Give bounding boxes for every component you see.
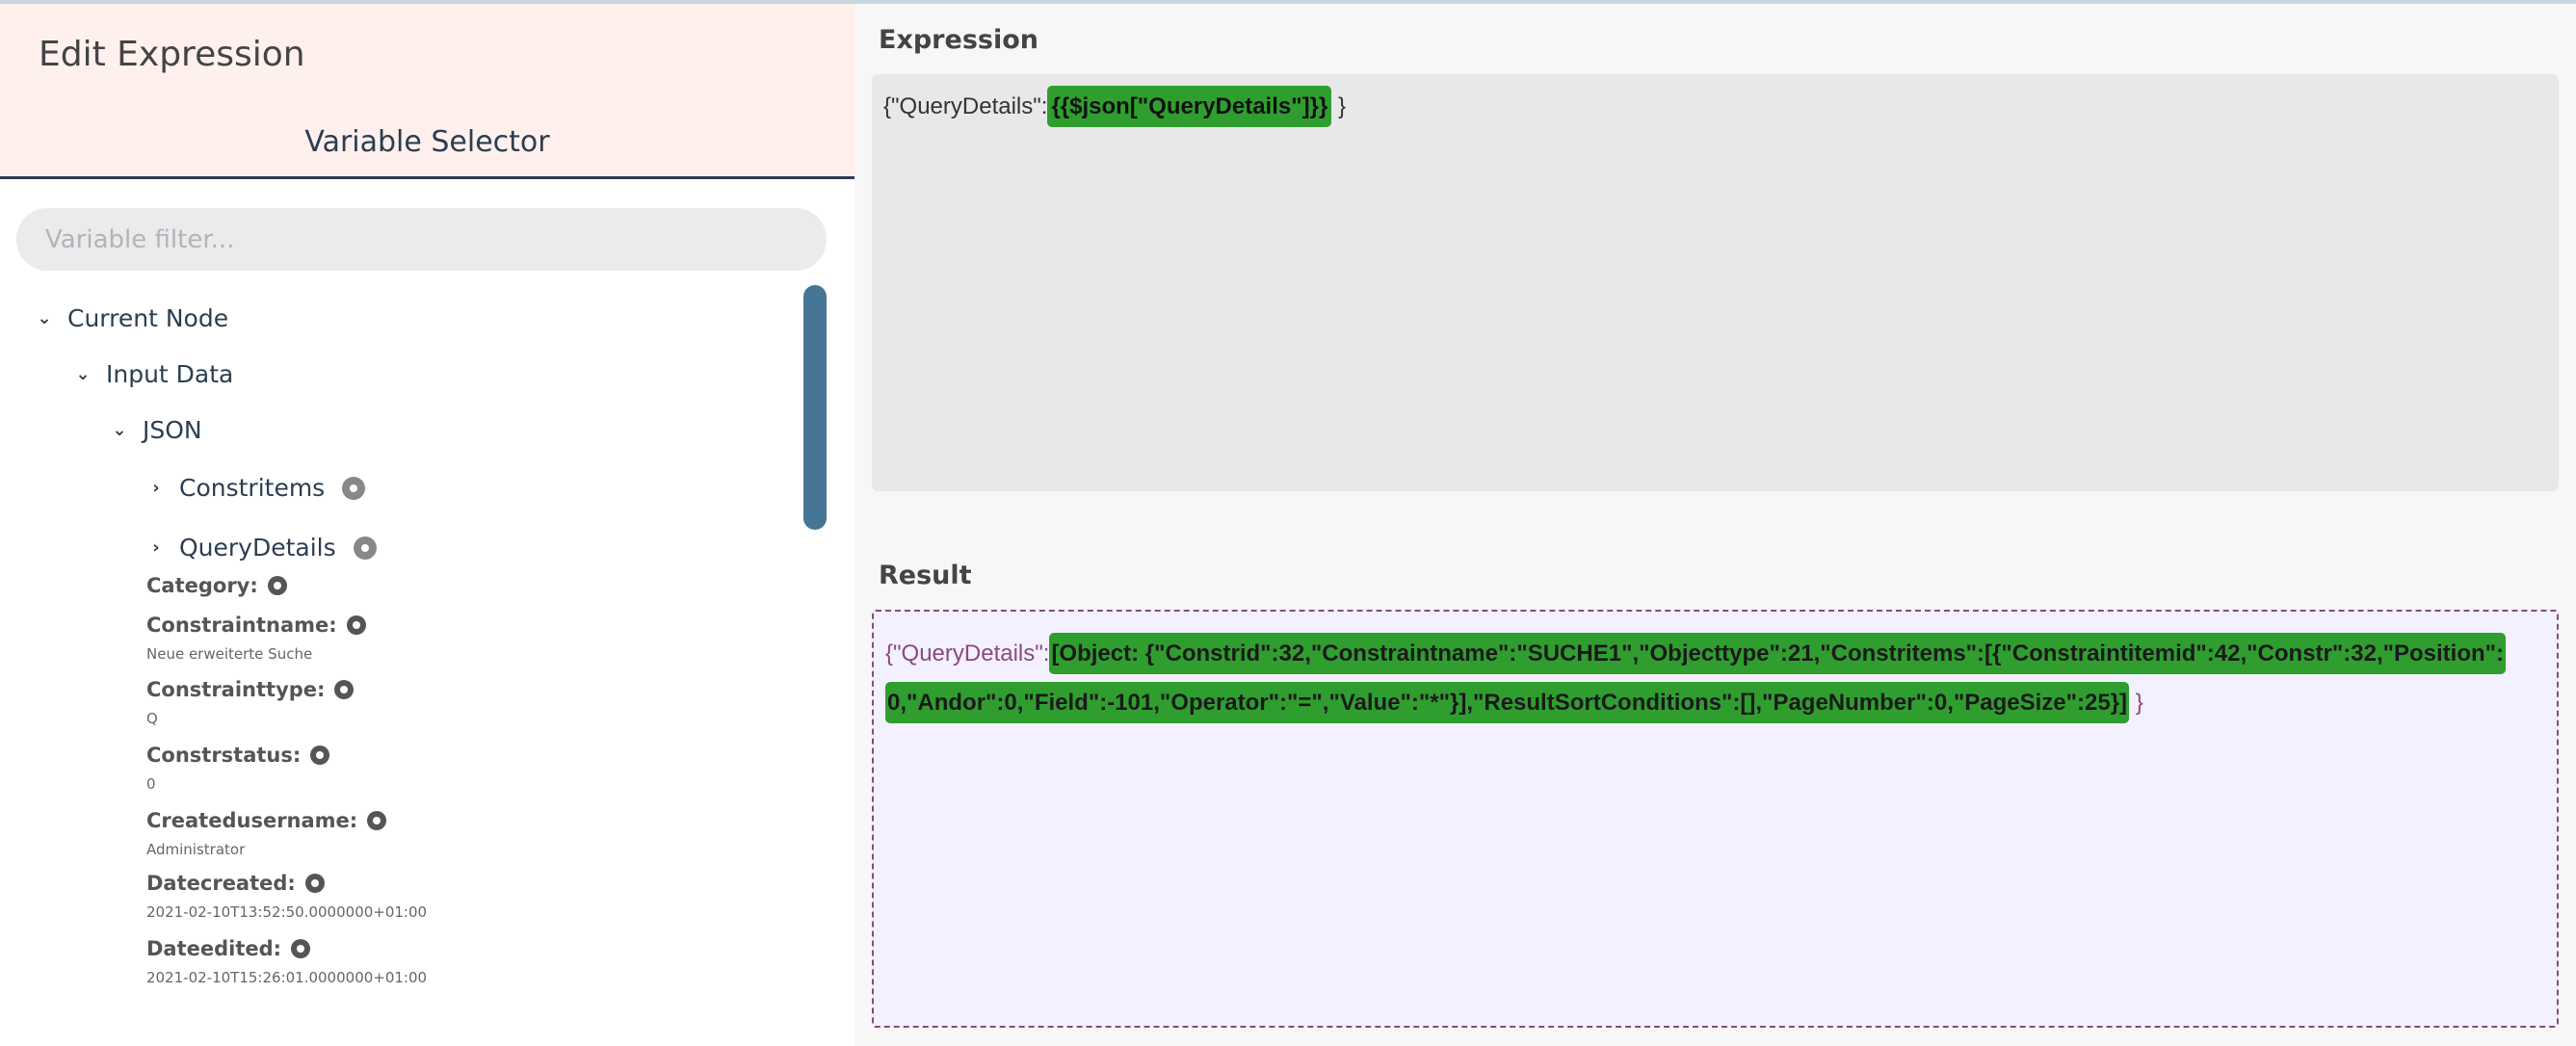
select-variable-icon[interactable] <box>334 680 355 699</box>
property-dateedited[interactable]: Dateedited: <box>146 937 311 960</box>
property-value: Neue erweiterte Suche <box>146 645 313 663</box>
select-variable-icon[interactable] <box>310 745 330 765</box>
expression-label: Expression <box>879 25 1038 55</box>
property-name: Createdusername: <box>146 809 358 832</box>
result-prefix: {"QueryDetails": <box>885 641 1050 667</box>
property-name: Constrainttype: <box>146 678 326 701</box>
scrollbar[interactable] <box>803 285 827 530</box>
property-createdusername[interactable]: Createdusername: <box>146 809 387 832</box>
property-datecreated[interactable]: Datecreated: <box>146 872 325 895</box>
property-name: Constrstatus: <box>146 744 302 767</box>
select-variable-icon[interactable] <box>367 811 387 830</box>
select-variable-icon[interactable] <box>342 476 366 500</box>
tree-node-querydetails[interactable]: › QueryDetails <box>146 534 377 562</box>
property-constrstatus[interactable]: Constrstatus: <box>146 744 330 767</box>
select-variable-icon[interactable] <box>304 874 325 893</box>
tree-node-current-node[interactable]: ⌄ Current Node <box>35 304 228 332</box>
tree-node-constritems[interactable]: › Constritems <box>146 474 366 502</box>
property-name: Dateedited: <box>146 937 282 960</box>
result-value-highlight: [Object: {"Constrid":32,"Constraintname"… <box>885 633 2507 723</box>
chevron-right-icon: › <box>152 537 160 558</box>
select-variable-icon[interactable] <box>346 615 366 635</box>
variable-selector-heading: Variable Selector <box>304 125 550 159</box>
result-output: {"QueryDetails":[Object: {"Constrid":32,… <box>872 610 2559 1028</box>
select-variable-icon[interactable] <box>291 939 311 958</box>
tree-node-label: JSON <box>143 416 202 444</box>
property-value: 0 <box>146 775 156 793</box>
property-constrainttype[interactable]: Constrainttype: <box>146 678 355 701</box>
select-variable-icon[interactable] <box>353 536 377 560</box>
expression-variable-highlight: {{$json["QueryDetails"]}} <box>1047 86 1332 127</box>
chevron-down-icon: ⌄ <box>37 308 52 328</box>
result-suffix: } <box>2135 690 2143 716</box>
tree-node-label: Input Data <box>106 360 234 388</box>
property-value: 2021-02-10T13:52:50.0000000+01:00 <box>146 903 428 921</box>
expression-prefix: {"QueryDetails": <box>883 93 1048 119</box>
tree-node-input-data[interactable]: ⌄ Input Data <box>73 360 233 388</box>
variable-filter-input[interactable] <box>16 208 827 271</box>
property-name: Constraintname: <box>146 614 337 637</box>
page-title: Edit Expression <box>39 35 305 74</box>
property-value: 2021-02-10T15:26:01.0000000+01:00 <box>146 969 428 986</box>
property-constraintname[interactable]: Constraintname: <box>146 614 366 637</box>
chevron-down-icon: ⌄ <box>75 364 91 384</box>
expression-suffix: } <box>1337 93 1346 119</box>
tree-node-label: QueryDetails <box>179 534 336 562</box>
chevron-right-icon: › <box>152 478 160 498</box>
variable-selector-panel: Edit Expression Variable Selector ⌄ Curr… <box>0 4 854 1046</box>
property-name: Datecreated: <box>146 872 296 895</box>
tree-node-label: Current Node <box>67 304 229 332</box>
tree-node-label: Constritems <box>179 474 326 502</box>
result-label: Result <box>879 561 972 590</box>
property-value: Administrator <box>146 841 246 858</box>
property-name: Category: <box>146 574 258 597</box>
panel-header: Edit Expression Variable Selector <box>0 4 854 179</box>
expression-editor[interactable]: {"QueryDetails":{{$json["QueryDetails"]}… <box>872 74 2559 491</box>
select-variable-icon[interactable] <box>267 576 287 595</box>
tree-node-json[interactable]: ⌄ JSON <box>110 416 202 444</box>
property-category[interactable]: Category: <box>146 574 287 597</box>
chevron-down-icon: ⌄ <box>112 420 127 440</box>
property-value: Q <box>146 710 158 727</box>
window-top-border <box>0 0 2576 4</box>
